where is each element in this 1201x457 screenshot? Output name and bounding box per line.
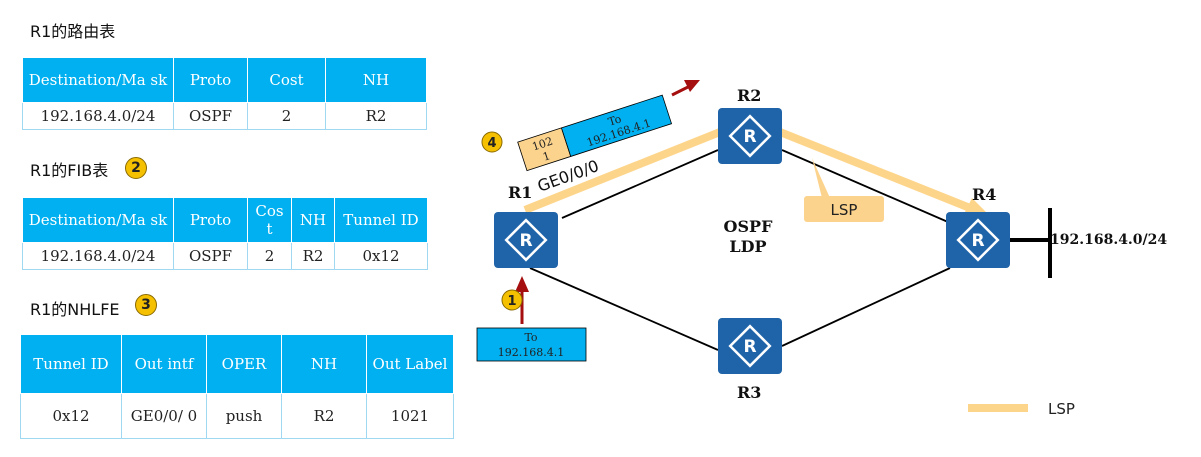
table-cell: GE0/0/ 0: [121, 393, 207, 439]
router-r1[interactable]: [492, 210, 560, 270]
table-row: 0x12 GE0/0/ 0 push R2 1021: [20, 393, 454, 439]
column-header: Out Label: [366, 334, 454, 394]
link-r2-r4: [781, 149, 949, 223]
table-cell: 2: [247, 102, 326, 130]
links: [529, 149, 1052, 351]
step-1-badge: [501, 289, 523, 311]
column-header: Cos t: [247, 197, 292, 243]
router-r4[interactable]: [944, 210, 1012, 270]
ip-header-box: [560, 94, 673, 157]
link-r3-r4: [781, 267, 951, 347]
step-4-badge-label: 4: [487, 136, 496, 151]
legend: LSP: [968, 400, 1075, 418]
column-header: Destination/Ma sk: [22, 197, 174, 243]
router-r4-label: R4: [972, 185, 996, 204]
column-header: Out intf: [121, 334, 207, 394]
step-4-badge: [481, 131, 503, 153]
routing-table-title: R1的路由表: [30, 22, 116, 41]
step-2-badge: 2: [125, 157, 147, 179]
table-cell: 0x12: [334, 242, 428, 270]
router-r3-label: R3: [737, 383, 761, 402]
link-r1-r3: [529, 267, 719, 351]
fib-table-title: R1的FIB表: [30, 161, 109, 180]
table-cell: 0x12: [20, 393, 122, 439]
table-row: 192.168.4.0/24 OSPF 2 R2: [22, 102, 427, 130]
table-cell: 192.168.4.0/24: [22, 102, 174, 130]
protocol-label-ldp: LDP: [729, 237, 766, 256]
legend-lsp-label: LSP: [1048, 400, 1075, 418]
column-header: OPER: [206, 334, 282, 394]
destination-network-label: 192.168.4.0/24: [1050, 232, 1167, 248]
mpls-label-line2: 1: [541, 149, 552, 164]
nhlfe-table-title: R1的NHLFE: [30, 300, 120, 319]
routing-table: Destination/Ma sk Proto Cost NH 192.168.…: [22, 57, 427, 130]
protocol-label-ospf: OSPF: [724, 217, 774, 236]
column-header: Cost: [247, 57, 326, 103]
outgoing-arrow: [671, 80, 700, 97]
mpls-label-line1: 102: [531, 135, 555, 154]
column-header: NH: [281, 334, 367, 394]
table-cell: 1021: [366, 393, 454, 439]
outgoing-packet-line1: To: [607, 112, 624, 129]
step-1-badge-label: 1: [507, 294, 516, 309]
nhlfe-table: Tunnel ID Out intf OPER NH Out Label 0x1…: [20, 334, 454, 439]
step-3-badge: 3: [135, 294, 157, 316]
table-row: 192.168.4.0/24 OSPF 2 R2 0x12: [22, 242, 428, 270]
lsp-callout-label: LSP: [831, 201, 858, 219]
column-header: Destination/Ma sk: [22, 57, 174, 103]
column-header: NH: [325, 57, 427, 103]
right-arrow-icon: [684, 80, 700, 92]
incoming-packet-line2: 192.168.4.1: [498, 346, 564, 359]
router-r3[interactable]: [716, 316, 784, 376]
table-header-row: Destination/Ma sk Proto Cos t NH Tunnel …: [22, 197, 428, 243]
fib-table: Destination/Ma sk Proto Cos t NH Tunnel …: [22, 197, 428, 270]
table-cell: OSPF: [173, 242, 248, 270]
incoming-packet: To 192.168.4.1 1: [476, 276, 587, 362]
table-header-row: Tunnel ID Out intf OPER NH Out Label: [20, 334, 454, 394]
router-r1-label: R1: [508, 183, 532, 202]
table-cell: 192.168.4.0/24: [22, 242, 174, 270]
router-r2[interactable]: [716, 106, 784, 166]
up-arrow-icon: [515, 276, 529, 292]
lsp-callout: LSP: [804, 158, 884, 222]
table-cell: R2: [325, 102, 427, 130]
table-header-row: Destination/Ma sk Proto Cost NH: [22, 57, 427, 103]
column-header: NH: [291, 197, 335, 243]
table-cell: 2: [247, 242, 292, 270]
incoming-packet-line1: To: [524, 331, 537, 344]
table-cell: push: [206, 393, 282, 439]
link-r1-r2: [561, 149, 719, 219]
router-r2-label: R2: [737, 86, 761, 105]
table-cell: R2: [291, 242, 335, 270]
column-header: Tunnel ID: [20, 334, 122, 394]
